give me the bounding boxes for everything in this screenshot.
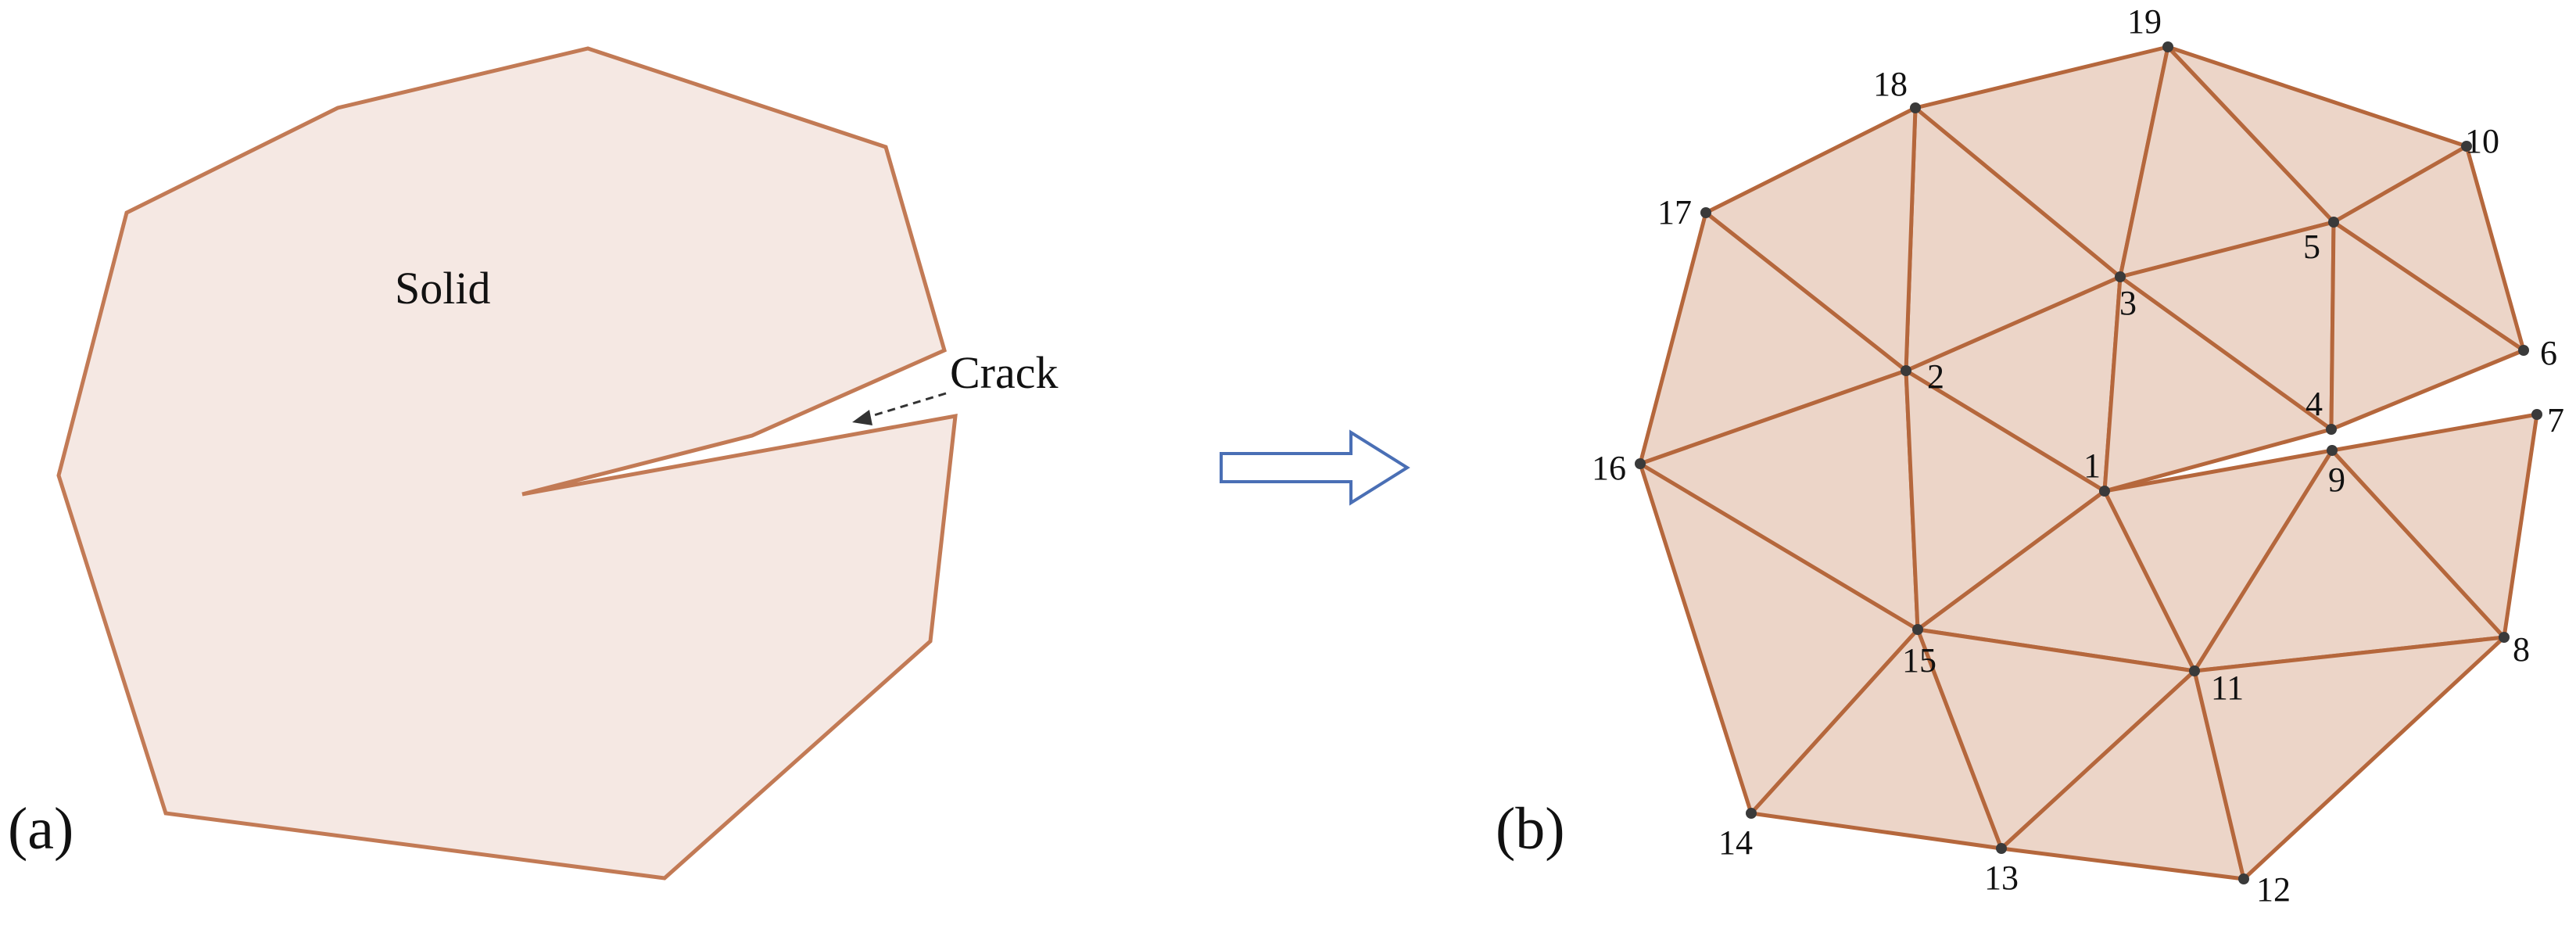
solid-body xyxy=(56,46,958,881)
panel-a-label: (a) xyxy=(8,796,73,862)
node-label-3: 3 xyxy=(2119,284,2137,322)
node-label-19: 19 xyxy=(2127,2,2162,41)
mesh-element-22 xyxy=(2192,635,2506,881)
mesh-node-11 xyxy=(2189,665,2200,676)
node-label-17: 17 xyxy=(1657,193,1692,231)
node-label-6: 6 xyxy=(2540,334,2557,372)
crack-pointer-arrow xyxy=(865,392,947,419)
node-label-4: 4 xyxy=(2306,385,2323,423)
mesh-node-9 xyxy=(2327,445,2338,456)
mesh-node-14 xyxy=(1746,808,1757,819)
mesh-node-6 xyxy=(2518,345,2529,356)
node-label-8: 8 xyxy=(2513,630,2530,669)
mesh-node-12 xyxy=(2238,873,2249,884)
mesh-node-10 xyxy=(2461,141,2472,152)
node-label-10: 10 xyxy=(2465,122,2499,160)
node-label-15: 15 xyxy=(1902,641,1936,680)
node-label-1: 1 xyxy=(2083,447,2101,485)
mesh-node-16 xyxy=(1635,458,1646,469)
node-label-2: 2 xyxy=(1927,357,1944,396)
node-label-16: 16 xyxy=(1592,449,1626,487)
mesh-node-13 xyxy=(1996,843,2007,854)
node-label-18: 18 xyxy=(1873,65,1908,103)
solid-label: Solid xyxy=(395,263,491,314)
panel-a: Solid Crack (a) xyxy=(8,46,1059,881)
transition-arrow xyxy=(1220,429,1410,506)
mesh-node-19 xyxy=(2162,41,2173,52)
mesh-node-2 xyxy=(1901,365,1911,376)
mesh-elements xyxy=(1638,45,2539,881)
node-label-11: 11 xyxy=(2211,669,2244,707)
crack-pointer-arrowhead xyxy=(852,410,872,425)
mesh-nodes xyxy=(1635,41,2542,884)
node-label-9: 9 xyxy=(2328,461,2345,499)
node-label-5: 5 xyxy=(2303,228,2320,266)
mesh-node-1 xyxy=(2099,486,2110,497)
node-label-13: 13 xyxy=(1984,859,2019,897)
node-label-12: 12 xyxy=(2256,870,2291,909)
mesh-element-9 xyxy=(2329,220,2526,432)
mesh-node-8 xyxy=(2499,632,2510,643)
crack-label: Crack xyxy=(950,347,1059,398)
mesh-element-17 xyxy=(2330,412,2539,640)
mesh-node-17 xyxy=(1700,207,1711,218)
mesh-node-15 xyxy=(1912,624,1923,635)
mesh-node-5 xyxy=(2328,217,2339,228)
panel-b-label: (b) xyxy=(1496,796,1565,862)
node-label-14: 14 xyxy=(1718,823,1753,862)
mesh-node-4 xyxy=(2326,424,2337,435)
mesh-node-18 xyxy=(1910,102,1921,113)
mesh-node-3 xyxy=(2115,271,2126,282)
node-label-7: 7 xyxy=(2547,401,2564,439)
mesh-node-7 xyxy=(2531,409,2542,420)
